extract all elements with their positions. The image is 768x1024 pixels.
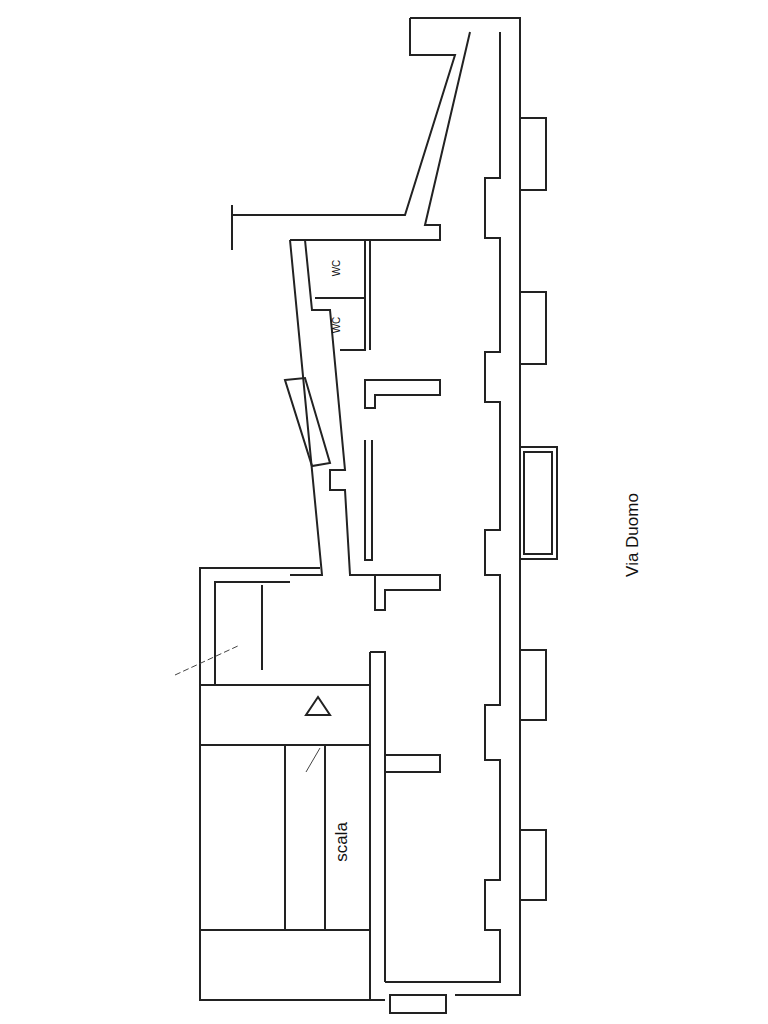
street-name: Via Duomo	[623, 491, 642, 579]
corridor-wall	[305, 240, 440, 610]
wing-wall	[231, 205, 233, 250]
corridor-wall	[290, 240, 322, 575]
cabinet	[285, 378, 330, 466]
wc-wall	[369, 240, 371, 350]
partition	[370, 652, 385, 982]
wing-wall	[232, 18, 455, 215]
leader-line	[306, 748, 320, 772]
facade-wall	[410, 18, 520, 995]
stair-block	[200, 568, 385, 1000]
stair-line	[261, 585, 263, 670]
window	[520, 650, 546, 720]
triangle-symbol	[306, 697, 330, 715]
window	[520, 830, 546, 900]
room-label: scala	[332, 820, 351, 864]
partition	[365, 440, 372, 560]
wc-wall	[315, 297, 365, 299]
stair-line	[200, 684, 370, 686]
window	[520, 118, 546, 190]
stair-block	[215, 582, 290, 685]
window	[524, 452, 552, 554]
window	[520, 292, 546, 364]
window	[520, 447, 557, 559]
room-label: WC	[331, 315, 343, 336]
wc-wall	[340, 240, 365, 350]
room-label: WC	[331, 258, 343, 279]
window	[390, 995, 446, 1013]
leader-line	[175, 645, 240, 675]
stair-line	[324, 745, 326, 930]
wing-inner-wall	[290, 32, 470, 240]
partition	[385, 755, 440, 772]
facade-inner-wall	[385, 32, 500, 982]
partition	[369, 652, 371, 1000]
partition	[365, 380, 440, 408]
stair-line	[284, 745, 286, 930]
